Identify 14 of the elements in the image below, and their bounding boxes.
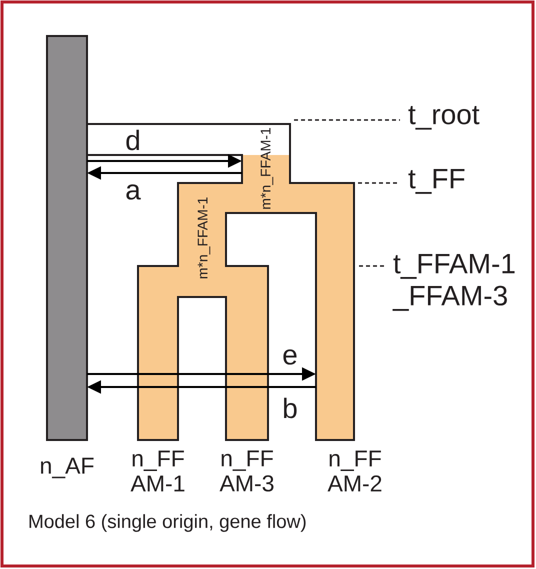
time-label: t_root bbox=[408, 106, 480, 130]
population-label: n_FF AM-3 bbox=[220, 450, 274, 492]
population-size-label: m*n_FFAM-1 bbox=[198, 197, 210, 278]
population-label: n_FF AM-2 bbox=[328, 450, 382, 492]
edge-label: b bbox=[284, 398, 297, 418]
caption: Model 6 (single origin, gene flow) bbox=[30, 514, 306, 532]
population-label: n_FF AM-1 bbox=[130, 450, 184, 492]
edge-label: e bbox=[283, 349, 297, 365]
population-size-label: m*n_FFAM-1 bbox=[260, 128, 274, 209]
edge-label: d bbox=[126, 130, 139, 150]
time-label: t_FFAM-1 _FFAM-3 bbox=[392, 254, 515, 311]
population-label: n_AF bbox=[41, 458, 94, 478]
time-label: t_FF bbox=[408, 169, 464, 194]
edge-label: a bbox=[126, 184, 141, 200]
